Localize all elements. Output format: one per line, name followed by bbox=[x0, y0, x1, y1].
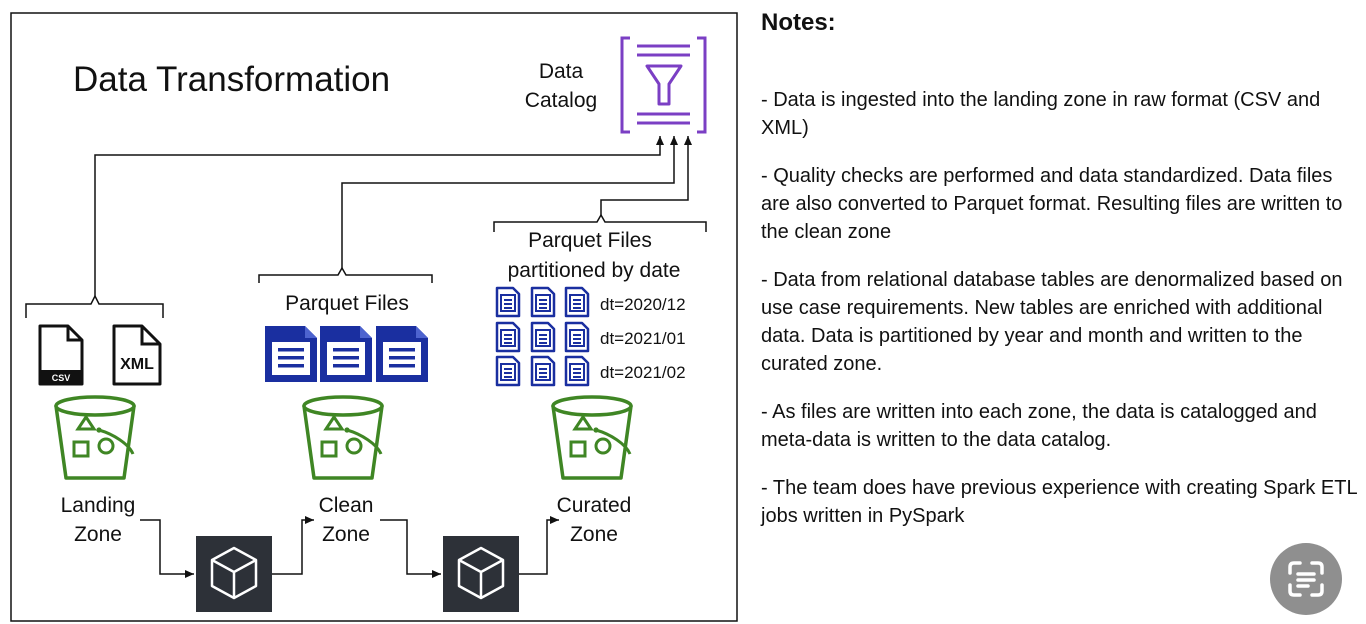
partition-row: dt=2020/12 bbox=[495, 286, 686, 318]
parquet-file-icon bbox=[376, 326, 428, 382]
parquet-file-icon bbox=[530, 355, 556, 387]
xml-file-icon: XML bbox=[112, 324, 162, 386]
parquet-file-icon bbox=[265, 326, 317, 382]
clean-zone-label-line1: Clean bbox=[319, 494, 374, 517]
note-item: - The team does have previous experience… bbox=[761, 477, 1357, 527]
flow-connector-lines bbox=[140, 516, 559, 578]
curated-zone-label-line2: Zone bbox=[570, 523, 618, 546]
clean-files-label: Parquet Files bbox=[285, 292, 409, 315]
data-catalog-icon bbox=[620, 36, 707, 134]
parquet-file-icon bbox=[530, 286, 556, 318]
parquet-file-icon bbox=[530, 321, 556, 353]
notes-title: Notes: bbox=[761, 9, 836, 36]
csv-file-label: CSV bbox=[52, 373, 71, 383]
clean-zone-label-line2: Zone bbox=[322, 523, 370, 546]
partition-row: dt=2021/01 bbox=[495, 321, 686, 353]
parquet-file-icon bbox=[564, 355, 590, 387]
curated-zone-bucket-icon bbox=[551, 395, 633, 480]
etl-job-icon bbox=[441, 534, 521, 614]
landing-zone-label-line1: Landing bbox=[61, 494, 136, 517]
note-item: - As files are written into each zone, t… bbox=[761, 401, 1317, 451]
parquet-file-icon bbox=[564, 321, 590, 353]
scan-text-button[interactable] bbox=[1270, 543, 1342, 615]
note-item: - Data is ingested into the landing zone… bbox=[761, 89, 1321, 139]
csv-file-icon: CSV bbox=[38, 324, 84, 386]
partition-label: dt=2020/12 bbox=[600, 295, 686, 314]
etl-job-icon bbox=[194, 534, 274, 614]
curated-zone-label-line1: Curated bbox=[557, 494, 632, 517]
data-transformation-diagram: Data Transformation Data Catalog CSV XML… bbox=[10, 12, 738, 622]
group-braces bbox=[25, 213, 707, 318]
xml-file-label: XML bbox=[120, 356, 154, 373]
data-catalog-label-line2: Catalog bbox=[525, 89, 597, 112]
landing-zone-bucket-icon bbox=[54, 395, 136, 480]
note-item: - Data from relational database tables a… bbox=[761, 269, 1343, 375]
parquet-file-icon bbox=[495, 321, 521, 353]
notes-panel: Notes: - Data is ingested into the landi… bbox=[761, 8, 1361, 550]
scan-text-icon bbox=[1288, 561, 1324, 597]
data-catalog-label-line1: Data bbox=[539, 60, 584, 83]
note-item: - Quality checks are performed and data … bbox=[761, 165, 1343, 243]
diagram-frame bbox=[10, 12, 738, 622]
clean-zone-bucket-icon bbox=[302, 395, 384, 480]
catalog-connector-lines bbox=[94, 136, 692, 296]
curated-files-label-line2: partitioned by date bbox=[508, 259, 681, 282]
partition-row: dt=2021/02 bbox=[495, 355, 686, 387]
diagram-title: Data Transformation bbox=[73, 60, 390, 99]
parquet-file-icon bbox=[495, 355, 521, 387]
partition-label: dt=2021/01 bbox=[600, 329, 686, 348]
partition-label: dt=2021/02 bbox=[600, 363, 686, 382]
parquet-file-icon bbox=[564, 286, 590, 318]
landing-zone-label-line2: Zone bbox=[74, 523, 122, 546]
parquet-file-icon bbox=[320, 326, 372, 382]
parquet-file-icon bbox=[495, 286, 521, 318]
curated-files-label-line1: Parquet Files bbox=[528, 229, 652, 252]
